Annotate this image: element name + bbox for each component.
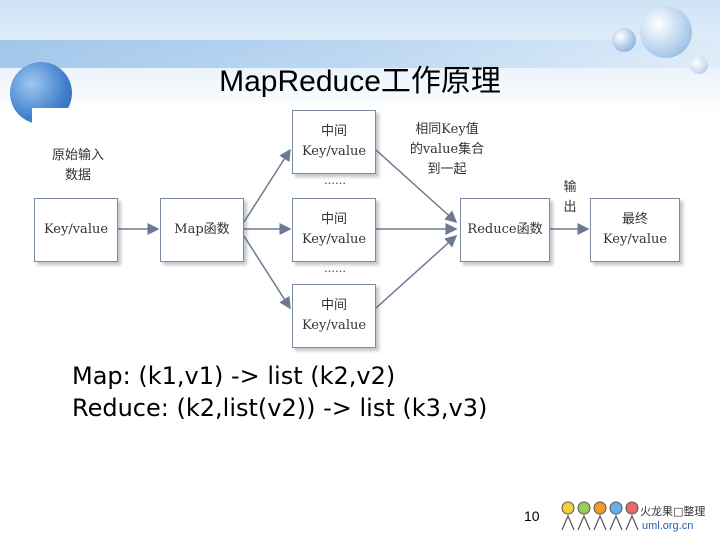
reduce-function-text: Reduce函数 (467, 222, 543, 237)
final-box-title: 最终 (621, 212, 648, 227)
intermediate-box-3: 中间 Key/value (292, 284, 376, 348)
page-number: 10 (524, 508, 540, 524)
group-by-key-label: 相同Key值 的value集合 到一起 (409, 122, 485, 177)
map-formula: Map: (k1,v1) -> list (k2,v2) (72, 362, 396, 390)
arrow-intermediate-1-to-reduce (375, 149, 458, 224)
arrow-map-to-intermediate-3 (243, 235, 291, 310)
reduce-function-box: Reduce函数 (460, 198, 550, 262)
mapreduce-diagram: 原始输入 数据 Key/value Map函数 中间 Key/value …… … (32, 108, 684, 348)
intermediate-box-2-value: Key/value (301, 232, 367, 247)
decor-bubble-tiny (690, 56, 708, 74)
output-label: 输 出 (563, 180, 577, 215)
intermediate-box-1: 中间 Key/value (292, 110, 376, 174)
map-function-box: Map函数 (160, 198, 244, 262)
map-function-text: Map函数 (174, 222, 230, 237)
intermediate-box-2: 中间 Key/value (292, 198, 376, 262)
final-key-value-box: 最终 Key/value (590, 198, 680, 262)
logo-text: 火龙果□整理 (640, 505, 706, 518)
slide-title: MapReduce工作原理 (219, 65, 501, 98)
decor-bubble-top-right (640, 6, 692, 58)
input-key-value-text: Key/value (43, 222, 109, 237)
arrow-map-to-intermediate-1 (243, 148, 291, 223)
ellipsis-2: …… (324, 262, 346, 275)
intermediate-box-1-title: 中间 (320, 124, 347, 139)
logo-url: uml.org.cn (642, 520, 694, 532)
intermediate-box-2-title: 中间 (320, 212, 347, 227)
diagram-arrows (118, 148, 590, 310)
decor-bubble-small (612, 28, 636, 52)
final-box-value: Key/value (602, 232, 668, 247)
reduce-formula: Reduce: (k2,list(v2)) -> list (k3,v3) (72, 394, 488, 422)
logo-people-icon (561, 501, 639, 531)
arrow-intermediate-3-to-reduce (375, 234, 458, 309)
input-data-label: 原始输入 数据 (51, 148, 104, 183)
ellipsis-1: …… (324, 174, 346, 187)
intermediate-box-3-title: 中间 (320, 298, 347, 313)
input-key-value-box: Key/value (34, 198, 118, 262)
header-stripe (0, 40, 720, 68)
intermediate-box-3-value: Key/value (301, 318, 367, 333)
intermediate-box-1-value: Key/value (301, 144, 367, 159)
